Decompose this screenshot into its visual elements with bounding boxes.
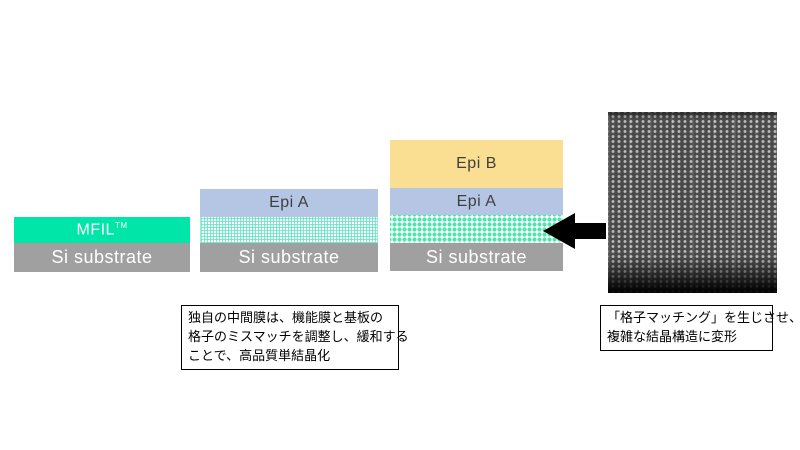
caption-box-lattice-matching: 「格子マッチング」を生じさせ、 複雑な結晶構造に変形 (600, 305, 800, 351)
caption-line: 格子のミスマッチを調整し、緩和する (188, 328, 409, 344)
si-substrate-layer: Si substrate (14, 243, 190, 272)
caption-line: 複雑な結晶構造に変形 (607, 328, 738, 344)
mfil-layer: MFILTM (14, 217, 190, 243)
mfil-dot-lattice-layer (390, 215, 563, 243)
epi-a-label: Epi A (269, 194, 309, 211)
caption-line: 「格子マッチング」を生じさせ、 (607, 310, 800, 325)
left-arrow-icon (543, 213, 606, 249)
caption-box-mfil-function: 独自の中間膜は、機能膜と基板の 格子のミスマッチを調整し、緩和する ことで、高品… (181, 305, 409, 370)
layer-stack-step2: Epi A Si substrate (200, 189, 378, 272)
trademark-symbol: TM (114, 220, 128, 230)
epi-b-layer: Epi B (390, 140, 563, 188)
si-substrate-layer: Si substrate (200, 243, 378, 272)
mfil-grid-pattern-layer (200, 217, 378, 243)
caption-line: 独自の中間膜は、機能膜と基板の (188, 310, 384, 325)
layer-stack-step3: Epi B Epi A Si substrate (390, 140, 563, 271)
si-substrate-layer: Si substrate (390, 243, 563, 271)
epi-b-label: Epi B (456, 155, 497, 172)
caption-line: ことで、高品質単結晶化 (188, 347, 331, 363)
lattice-tem-image (608, 112, 777, 293)
si-substrate-label: Si substrate (425, 246, 528, 267)
arrow-shaft (573, 223, 606, 239)
si-substrate-label: Si substrate (238, 247, 340, 267)
epi-a-layer: Epi A (390, 188, 563, 215)
epi-a-label: Epi A (456, 192, 497, 210)
si-substrate-label: Si substrate (51, 247, 153, 267)
layer-stack-step1: MFILTM Si substrate (14, 217, 190, 272)
mfil-layer-label: MFILTM (76, 220, 128, 239)
arrow-head (543, 213, 575, 249)
epi-a-layer: Epi A (200, 189, 378, 217)
